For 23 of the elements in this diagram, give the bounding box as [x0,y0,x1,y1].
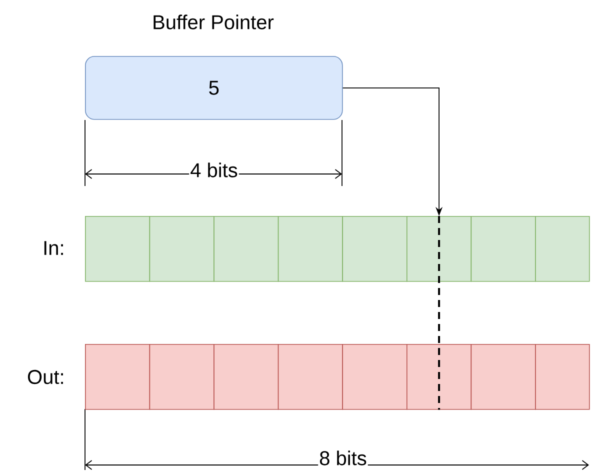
bit-cell [214,216,279,282]
dashed-line [438,216,440,410]
bit-cell [278,344,343,410]
row-label: Out: [28,370,63,384]
bit-cell [406,216,472,282]
bit-cell [470,344,536,410]
bit-cell [535,216,590,282]
bit-cell [278,216,343,282]
bit-cell [470,216,536,282]
bit-cell [85,216,150,282]
bit-cell [535,344,590,410]
bit-cell [214,344,279,410]
bit-cell [342,216,408,282]
row-label: In: [44,241,63,255]
dimension-label: 4 bits [190,162,238,178]
bit-cell [342,344,408,410]
dimension-label: 8 bits [320,450,366,466]
bit-cell [406,344,472,410]
bit-cell [149,216,214,282]
box-heading: Buffer Pointer [154,14,274,30]
pointer-box: 5 [85,56,343,120]
bit-cell [149,344,214,410]
bit-cell [85,344,150,410]
